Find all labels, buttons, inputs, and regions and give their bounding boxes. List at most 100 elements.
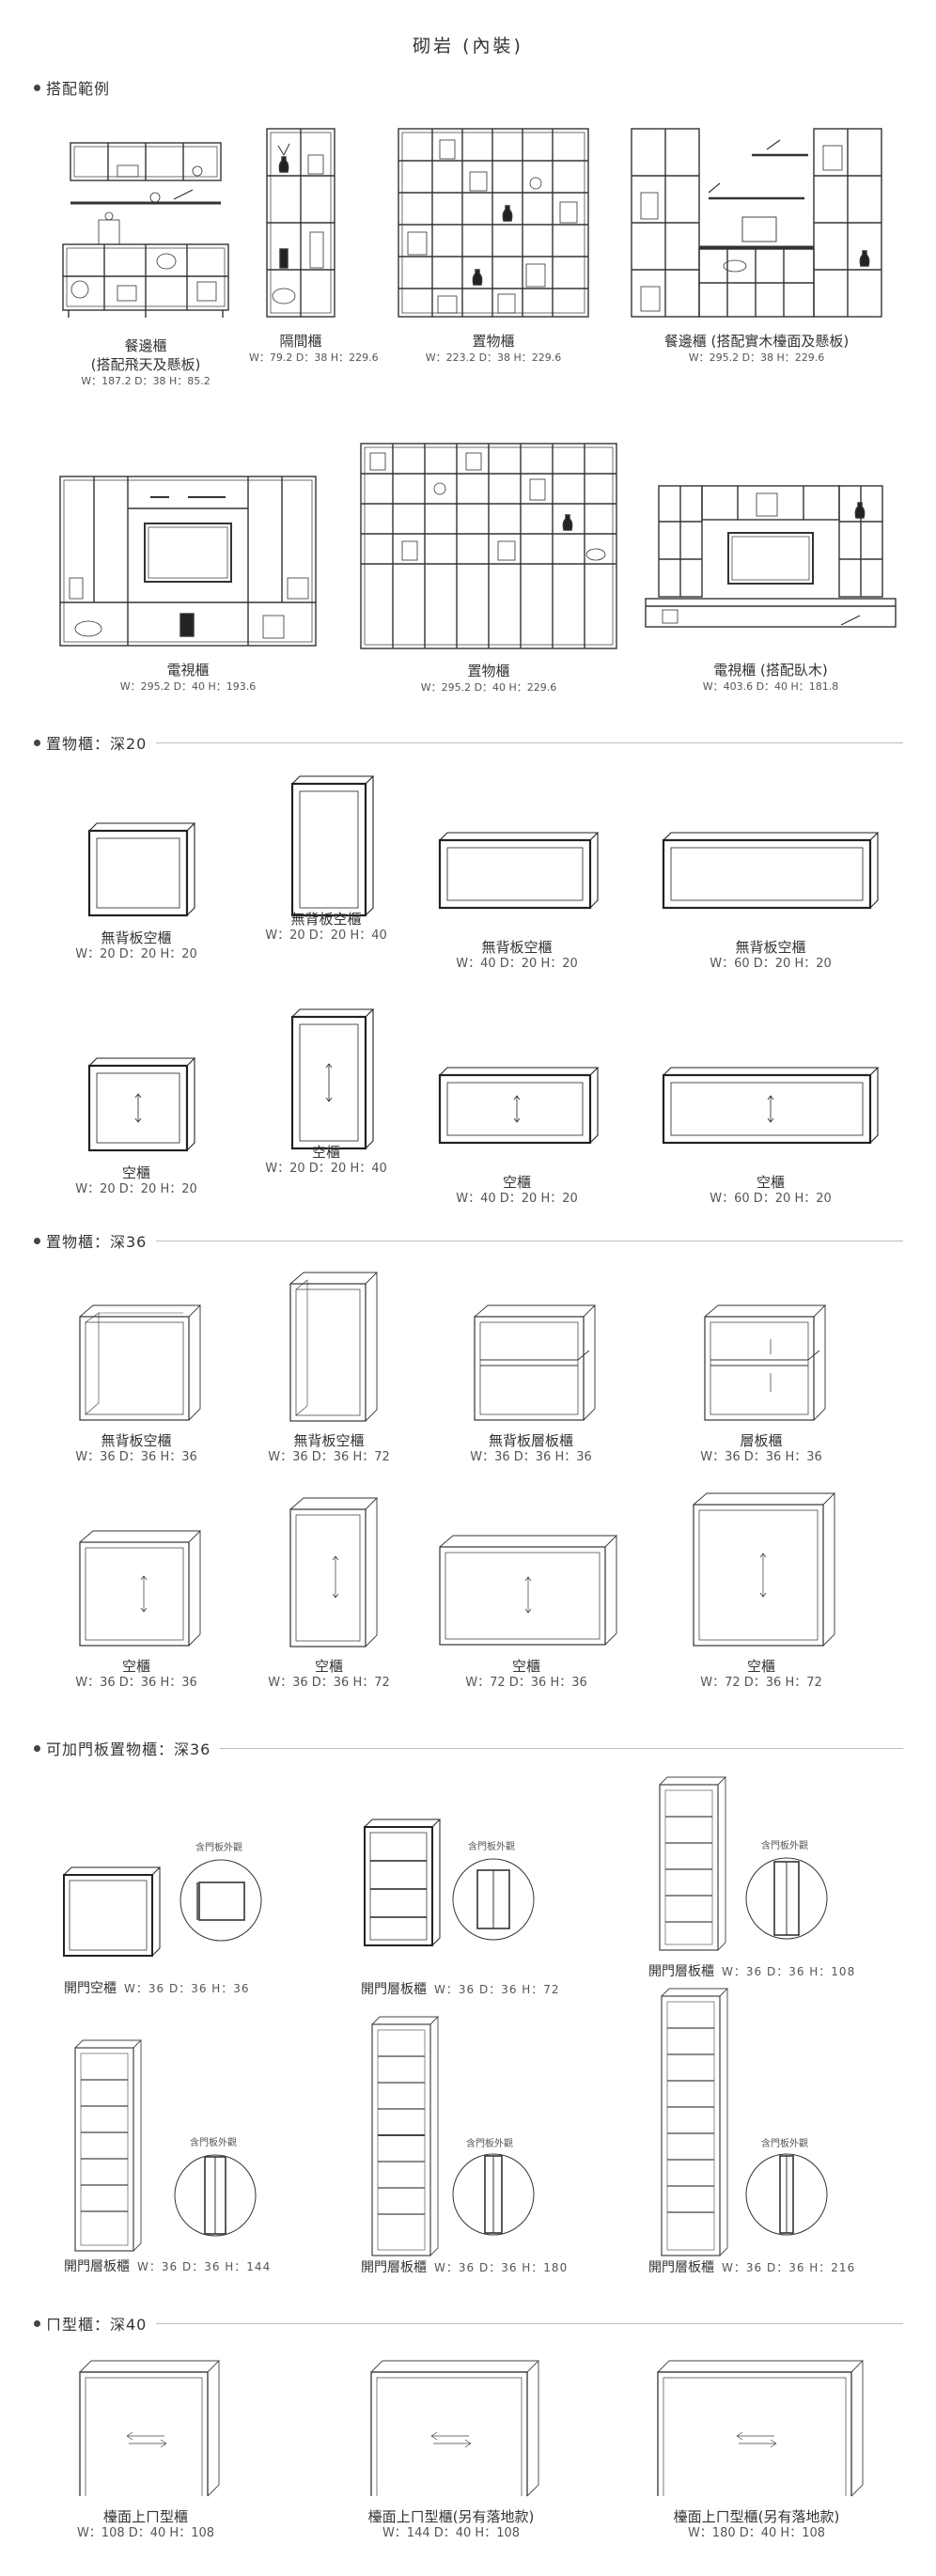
item-dims: W：36 D：36 H：36	[470, 1450, 592, 1464]
d20-item-6[interactable]: 空櫃 W：20 D：20 H：40	[256, 1004, 397, 1177]
door-note: 含門板外觀	[468, 1842, 515, 1852]
cabinet-drawing	[439, 1535, 618, 1646]
item-dims: W：180 D：40 H：108	[687, 2526, 826, 2540]
item-dims: W：60 D：20 H：20	[710, 1192, 832, 1206]
cabinet-drawing	[438, 832, 600, 910]
d20-item-2[interactable]: 無背板空櫃 W：20 D：20 H：40	[256, 771, 397, 944]
item-dims: W：295.2 D：38 H：229.6	[688, 351, 825, 364]
d20-item-4[interactable]: 無背板空櫃 W：60 D：20 H：20	[648, 808, 893, 972]
combo-item-sideboard[interactable]: 餐邊櫃 (搭配飛天及懸板) W：187.2 D：38 H：85.2	[56, 141, 235, 389]
door-item-6[interactable]: 含門板外觀 開門層板櫃 W：36 D：36 H：216	[648, 1983, 912, 2293]
item-name: 餐邊櫃 (搭配實木檯面及懸板)	[663, 333, 850, 350]
d20-item-3[interactable]: 無背板空櫃 W：40 D：20 H：20	[423, 808, 611, 972]
item-name: 無背板空櫃	[735, 939, 806, 956]
item-name: 置物櫃	[467, 663, 510, 679]
section-label: 可加門板置物櫃：深36	[46, 1741, 211, 1758]
item-name: 電視櫃	[166, 662, 210, 679]
section-label: 置物櫃：深20	[46, 735, 148, 753]
item-dims: W：36 D：36 H：36	[124, 1982, 250, 1995]
sideboard-drawing	[62, 142, 229, 318]
item-dims: W：36 D：36 H：36	[75, 1450, 197, 1464]
item-dims: W：36 D：36 H：72	[268, 1676, 390, 1690]
door-note: 含門板外觀	[761, 2139, 808, 2149]
cabinet-drawing	[290, 775, 375, 917]
door-circle	[452, 1858, 535, 1941]
d36-item-3[interactable]: 無背板層板櫃 W：36 D：36 H：36	[451, 1302, 611, 1465]
item-name: 開門層板櫃	[648, 2260, 714, 2275]
d36-item-7[interactable]: 空櫃 W：72 D：36 H：36	[428, 1532, 625, 1691]
item-dims: W：295.2 D：40 H：193.6	[119, 680, 257, 693]
d36-item-1[interactable]: 無背板空櫃 W：36 D：36 H：36	[61, 1302, 211, 1465]
item-name: 開門層板櫃	[361, 1982, 427, 1997]
door-note: 含門板外觀	[190, 2138, 237, 2148]
item-dims: W：36 D：36 H：216	[722, 2261, 856, 2274]
u-item-2[interactable]: 檯面上ㄇ型櫃(另有落地款) W：144 D：40 H：108	[338, 2359, 564, 2541]
item-dims: W：40 D：20 H：20	[456, 1192, 578, 1206]
d36-item-6[interactable]: 空櫃 W：36 D：36 H：72	[254, 1494, 404, 1691]
item-name: 空櫃	[121, 1164, 150, 1181]
item-name: 無背板層板櫃	[488, 1432, 573, 1449]
item-dims: W：295.2 D：40 H：229.6	[420, 681, 557, 694]
item-name: 置物櫃	[472, 333, 515, 350]
item-name: 空櫃	[311, 1144, 340, 1161]
item-dims: W：60 D：20 H：20	[710, 957, 832, 971]
item-name: 電視櫃 (搭配臥木)	[713, 662, 828, 679]
u-item-1[interactable]: 檯面上ㄇ型櫃 W：108 D：40 H：108	[66, 2359, 226, 2541]
d36-item-4[interactable]: 層板櫃 W：36 D：36 H：36	[686, 1302, 836, 1465]
cabinet-drawing	[474, 1304, 597, 1421]
door-note: 含門板外觀	[761, 1841, 808, 1851]
door-item-3[interactable]: 含門板外觀 開門層板櫃 W：36 D：36 H：108	[648, 1772, 912, 1997]
item-dims: W：403.6 D：40 H：181.8	[702, 680, 839, 693]
item-dims: W：187.2 D：38 H：85.2	[81, 375, 211, 387]
item-dims: W：36 D：36 H：108	[722, 1965, 856, 1978]
item-dims: W：36 D：36 H：36	[700, 1450, 822, 1464]
item-dims: W：72 D：36 H：72	[700, 1676, 822, 1690]
combo-item-shelving[interactable]: 置物櫃 W：223.2 D：38 H：229.6	[385, 127, 601, 366]
item-name: 開門層板櫃	[648, 1964, 714, 1979]
cabinet-drawing	[79, 1530, 202, 1647]
d36-item-5[interactable]: 空櫃 W：36 D：36 H：36	[61, 1527, 211, 1691]
partition-drawing	[266, 128, 335, 318]
item-name: 無背板空櫃	[101, 929, 172, 946]
d36-item-2[interactable]: 無背板空櫃 W：36 D：36 H：72	[254, 1269, 404, 1465]
combo-item-tv-cabinet[interactable]: 電視櫃 W：295.2 D：40 H：193.6	[47, 475, 329, 695]
item-dims: W：36 D：36 H：144	[137, 2260, 272, 2273]
combo-item-partition[interactable]: 隔間櫃 W：79.2 D：38 H：229.6	[249, 127, 379, 366]
cabinet-drawing	[364, 1819, 442, 1946]
d20-item-5[interactable]: 空櫃 W：20 D：20 H：20	[66, 1043, 207, 1197]
combo-item-sideboard-wood[interactable]: 餐邊櫃 (搭配實木檯面及懸板) W：295.2 D：38 H：229.6	[620, 127, 893, 366]
item-dims: W：20 D：20 H：40	[265, 929, 387, 943]
cabinet-drawing	[79, 1304, 202, 1421]
door-note: 含門板外觀	[195, 1843, 242, 1853]
cabinet-drawing	[659, 1776, 727, 1951]
item-name: 隔間櫃	[279, 333, 322, 350]
item-name: 空櫃	[314, 1658, 343, 1675]
d20-item-8[interactable]: 空櫃 W：60 D：20 H：20	[648, 1043, 893, 1207]
item-name: 餐邊櫃	[124, 337, 167, 354]
section-header-door36: 可加門板置物櫃：深36	[34, 1737, 903, 1759]
d20-item-7[interactable]: 空櫃 W：40 D：20 H：20	[423, 1043, 611, 1207]
combo-item-tv-cabinet-wood[interactable]: 電視櫃 (搭配臥木) W：403.6 D：40 H：181.8	[639, 484, 902, 695]
u-item-3[interactable]: 檯面上ㄇ型櫃(另有落地款) W：180 D：40 H：108	[639, 2359, 874, 2541]
item-name: 空櫃	[502, 1174, 531, 1191]
sideboard-wood-drawing	[631, 128, 882, 318]
item-dims: W：108 D：40 H：108	[76, 2526, 215, 2540]
item-dims: W：20 D：20 H：20	[75, 1182, 197, 1196]
d20-item-1[interactable]: 無背板空櫃 W：20 D：20 H：20	[66, 808, 207, 962]
cabinet-drawing	[704, 1304, 827, 1421]
door-circle	[745, 1857, 828, 1940]
cabinet-drawing	[74, 2039, 143, 2252]
section-label: ㄇ型櫃：深40	[46, 2316, 148, 2334]
item-name: 空櫃	[756, 1174, 785, 1191]
item-dims: W：144 D：40 H：108	[382, 2526, 521, 2540]
combo-item-large-shelving[interactable]: 置物櫃 W：295.2 D：40 H：229.6	[352, 442, 625, 695]
d36-item-8[interactable]: 空櫃 W：72 D：36 H：72	[672, 1490, 850, 1691]
item-name: 檯面上ㄇ型櫃(另有落地款)	[673, 2508, 840, 2525]
